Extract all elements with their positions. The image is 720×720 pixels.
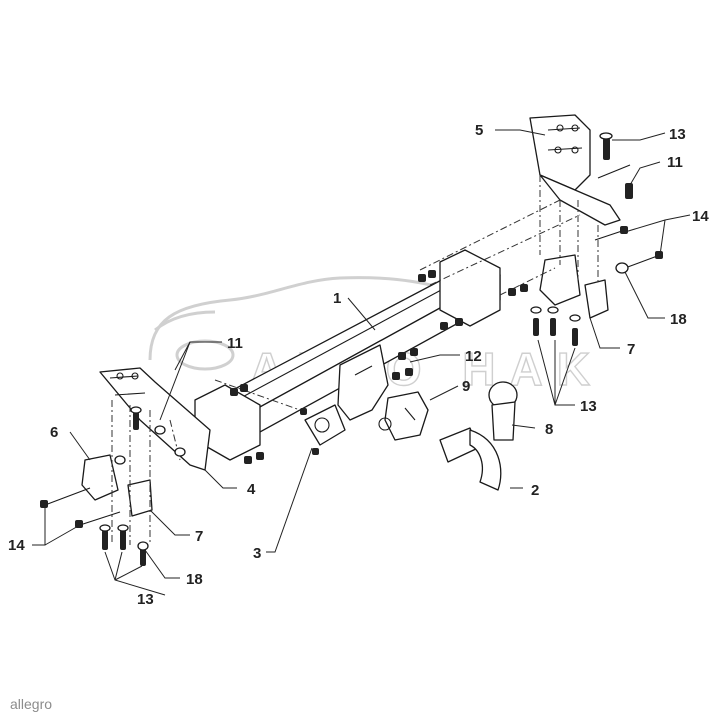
callout-14-right: 14	[692, 208, 709, 225]
callouts: 1 2 3 4 5 6 7 7 8 9 11 11 12 13 13 13 14…	[8, 122, 709, 608]
fasteners	[40, 132, 663, 566]
callout-18-right: 18	[670, 311, 687, 328]
callout-6: 6	[50, 424, 58, 441]
footer-brand: allegro	[10, 696, 53, 712]
callout-4: 4	[247, 481, 256, 498]
callout-11-left: 11	[227, 335, 243, 352]
callout-2: 2	[531, 482, 539, 499]
callout-1: 1	[333, 290, 341, 307]
leader-lines	[32, 129, 691, 596]
callout-12: 12	[465, 348, 482, 365]
callout-5: 5	[475, 122, 483, 139]
electric-socket	[378, 391, 429, 441]
socket-plate	[304, 344, 389, 446]
callout-8: 8	[545, 421, 553, 438]
right-lower-bracket	[539, 254, 609, 319]
callout-13-left: 13	[137, 591, 154, 608]
callout-7-right: 7	[627, 341, 635, 358]
callout-13-right: 13	[580, 398, 597, 415]
callout-18-left: 18	[186, 571, 203, 588]
callout-11-right: 11	[667, 154, 683, 171]
callout-3: 3	[253, 545, 261, 562]
callout-14-left: 14	[8, 537, 25, 554]
tow-ball-assembly	[439, 381, 518, 491]
callout-13-top: 13	[669, 126, 686, 143]
callout-9: 9	[462, 378, 470, 395]
left-bracket	[99, 367, 211, 471]
left-lower-bracket	[81, 454, 153, 517]
callout-7-left: 7	[195, 528, 203, 545]
